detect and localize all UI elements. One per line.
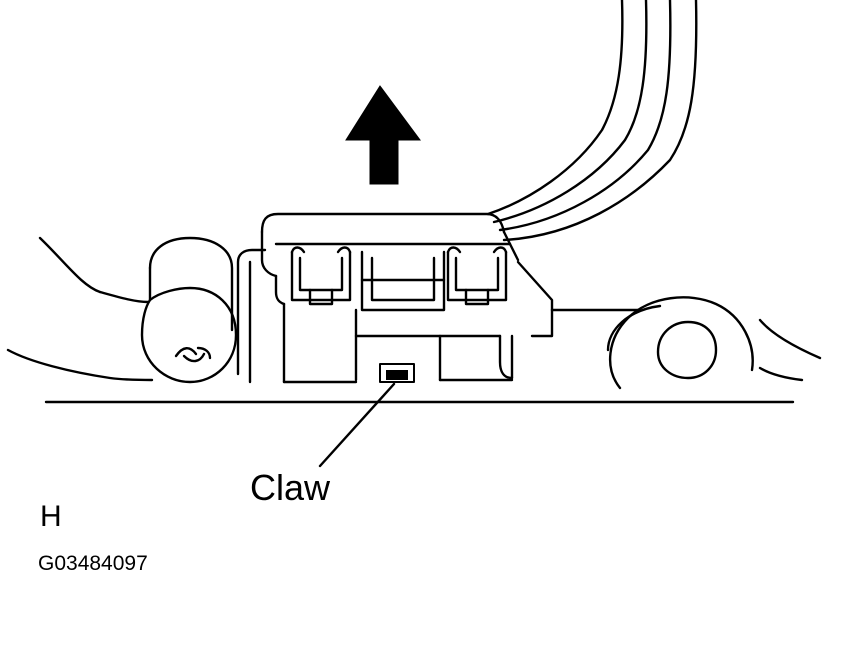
wire-harness	[486, 0, 698, 242]
arrow-up-icon	[345, 85, 421, 185]
bolt-icon	[140, 236, 238, 384]
bracket	[236, 248, 822, 384]
connector	[260, 212, 554, 384]
figure-code: G03484097	[38, 552, 148, 575]
claw	[379, 363, 415, 383]
view-letter: H	[40, 500, 62, 533]
left-housing-contour	[6, 236, 154, 382]
claw-leader-line	[318, 382, 396, 468]
mounting-boss	[606, 296, 804, 390]
claw-label: Claw	[250, 467, 331, 508]
